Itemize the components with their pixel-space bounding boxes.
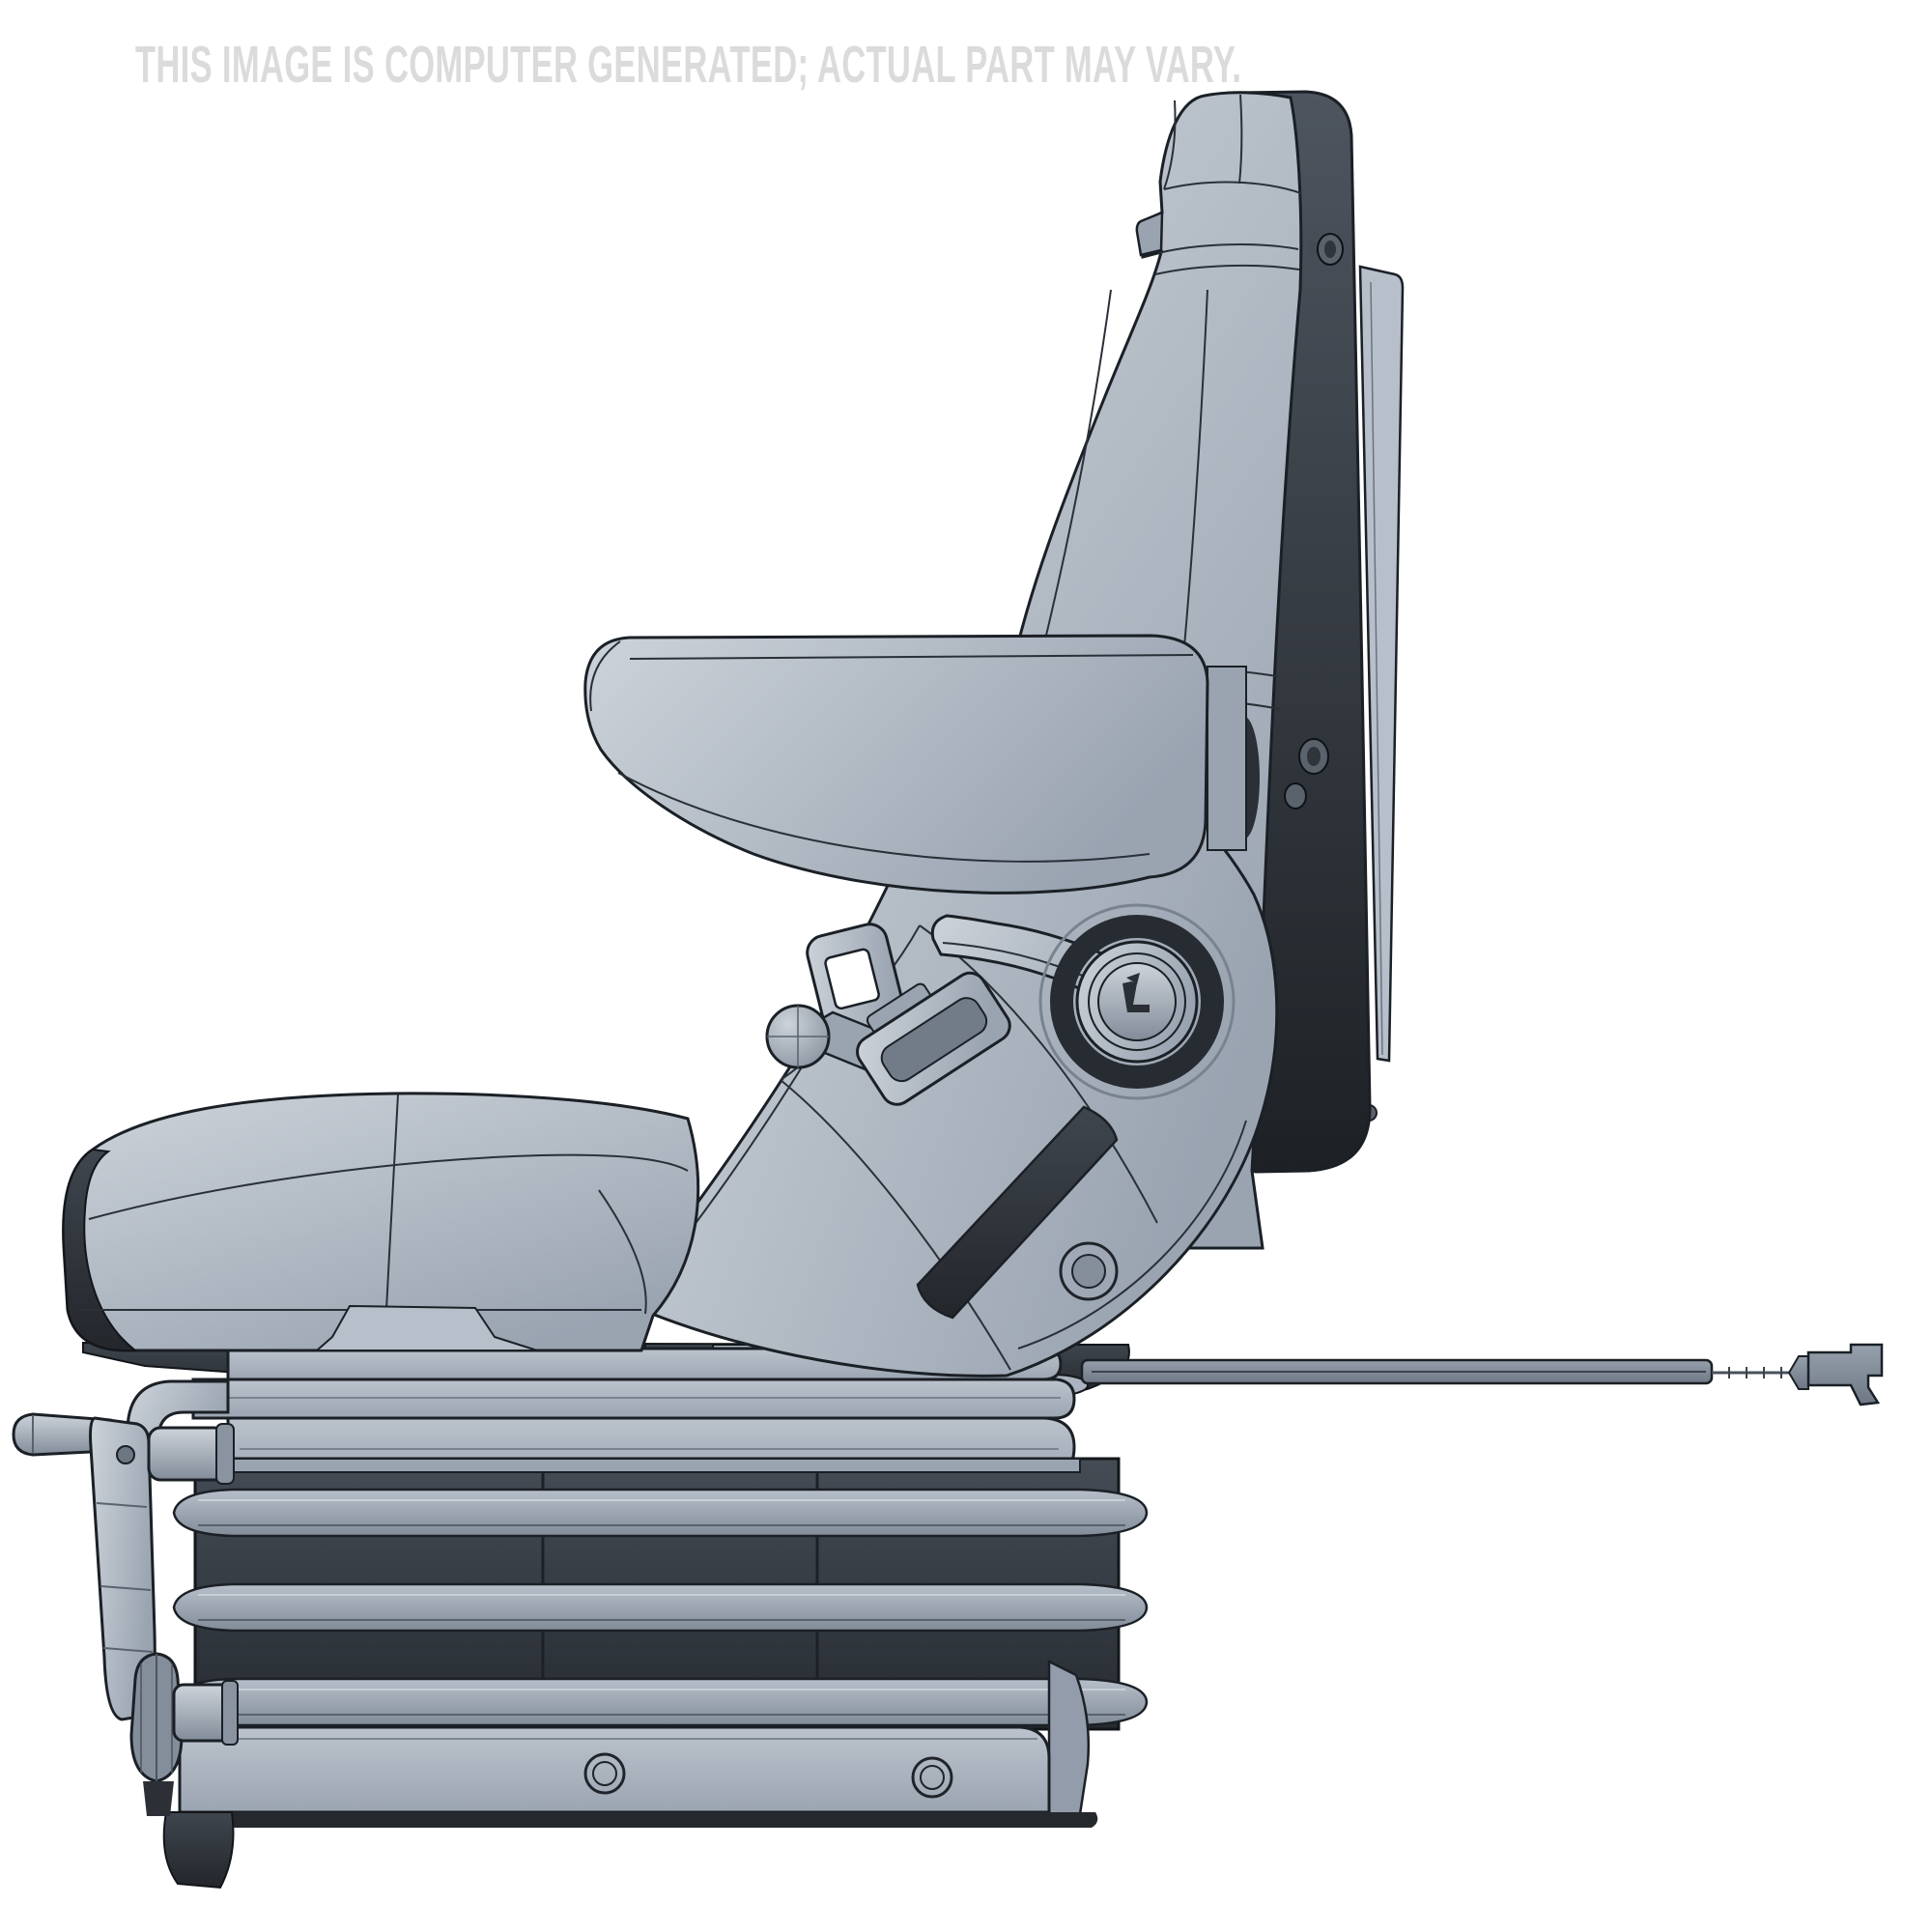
base-mount-hole <box>911 1756 953 1799</box>
base-bottom-edge <box>189 1812 1098 1828</box>
bellows-fold <box>172 1488 1149 1538</box>
height-crank-assembly <box>12 1379 239 1816</box>
recline-knob <box>1038 903 1236 1100</box>
armrest <box>583 634 1260 895</box>
cable-ticks <box>1728 1367 1782 1378</box>
base-frame <box>162 1659 1098 1889</box>
shell-adjuster-button-top <box>1308 233 1344 266</box>
armrest-bracket <box>1207 666 1247 851</box>
wing-knob-facets <box>140 1654 173 1781</box>
suspension-bellows <box>172 1457 1149 1731</box>
knob-stem <box>143 1781 174 1816</box>
headrest-clip <box>1135 211 1164 257</box>
anchor-slot-hole <box>824 948 880 1010</box>
bellows-fold <box>172 1582 1149 1633</box>
ball-pin-knob <box>765 1004 831 1069</box>
housing-hole <box>1059 1241 1119 1301</box>
housing-slot <box>916 1105 1119 1320</box>
cushion-bracket <box>314 1304 538 1351</box>
armrest-edge-lines <box>589 640 1194 863</box>
base-mount-hole <box>583 1752 626 1795</box>
crank-handle-grip <box>12 1412 112 1457</box>
belt-guide <box>856 971 1011 1106</box>
seat-cushion <box>62 1092 700 1352</box>
cable-ferrule <box>1787 1355 1809 1390</box>
backrest-mount-rail <box>1358 265 1405 1122</box>
watermark-text: THIS IMAGE IS COMPUTER GENERATED; ACTUAL… <box>135 36 1242 94</box>
seat-profile-icon <box>1122 973 1150 1012</box>
crank-arm-joints <box>96 1502 154 1653</box>
shell-adjuster-button-mid <box>1284 738 1329 810</box>
tilt-cable-rod <box>1080 1343 1884 1406</box>
crank-screw <box>116 1445 135 1464</box>
crank-shaft <box>147 1426 228 1482</box>
base-right-side <box>1047 1659 1091 1816</box>
cushion-front-bolster <box>62 1148 138 1351</box>
bellows-fold <box>172 1677 1149 1727</box>
cable-connector <box>1806 1343 1884 1406</box>
base-left-foot <box>162 1811 235 1889</box>
